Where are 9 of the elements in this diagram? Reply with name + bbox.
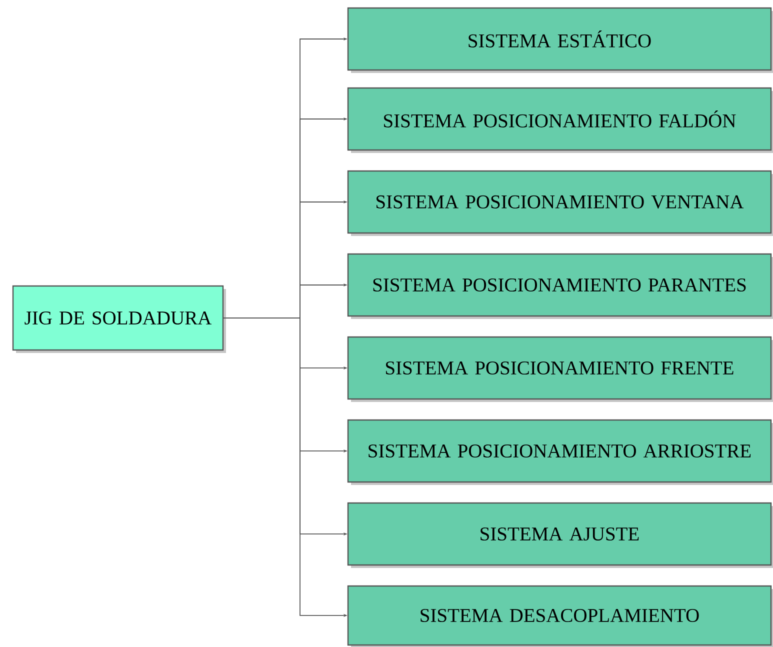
box: SISTEMA AJUSTE [347, 502, 773, 568]
box: SISTEMA POSICIONAMIENTO VENTANA [347, 170, 773, 236]
box: SISTEMA POSICIONAMIENTO PARANTES [347, 253, 773, 319]
box: SISTEMA ESTÁTICO [347, 7, 773, 73]
box: SISTEMA DESACOPLAMIENTO [347, 585, 773, 647]
box: SISTEMA POSICIONAMIENTO ARRIOSTRE [347, 419, 773, 485]
box: JIG DE SOLDADURA [12, 285, 226, 353]
box: SISTEMA POSICIONAMIENTO FALDÓN [347, 87, 773, 153]
box: SISTEMA POSICIONAMIENTO FRENTE [347, 336, 773, 402]
